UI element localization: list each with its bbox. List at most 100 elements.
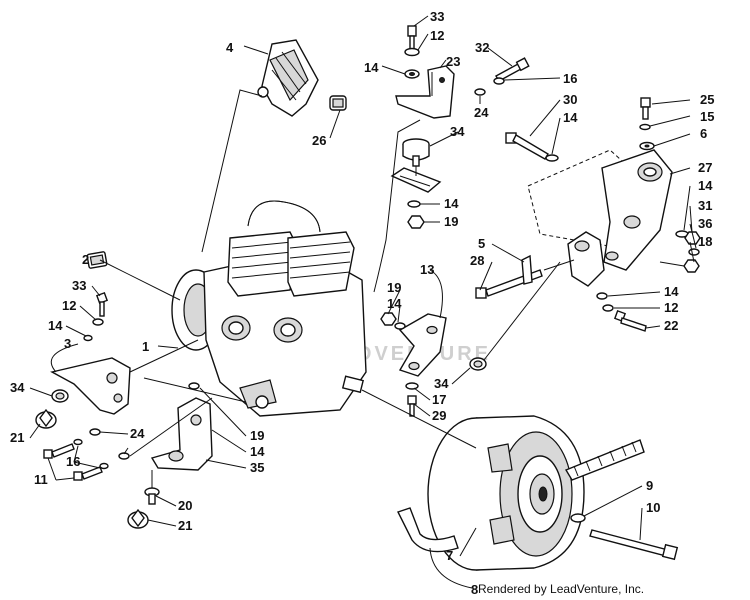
callout-23: 23 (446, 54, 460, 69)
callout-9: 9 (646, 478, 653, 493)
callout-24: 24 (474, 105, 489, 120)
callout-34: 34 (434, 376, 449, 391)
part-rear-bracket-plate (527, 149, 673, 271)
callout-19: 19 (387, 280, 401, 295)
callout-6: 6 (700, 126, 707, 141)
callout-3: 3 (64, 336, 71, 351)
part-washer-15 (639, 123, 651, 131)
callout-27: 27 (698, 160, 712, 175)
part-front-mount-bracket (50, 357, 131, 415)
part-drive-belt (397, 439, 645, 553)
part-bolt-11b (73, 466, 103, 481)
callout-11: 11 (34, 472, 48, 487)
render-credit: Rendered by LeadVenture, Inc. (478, 582, 645, 596)
part-washer-16b-2 (99, 462, 109, 470)
callout-31: 31 (698, 198, 712, 213)
part-bolt-10 (589, 529, 679, 561)
part-bolt-22 (613, 309, 647, 332)
part-nut-12c (602, 304, 614, 312)
callout-34: 34 (10, 380, 25, 395)
part-washer-24a (474, 88, 486, 96)
callout-labels: 33 12 32 14 23 16 24 4 26 30 14 25 15 6 … (10, 9, 714, 597)
part-nut-14a (404, 69, 420, 79)
callout-14: 14 (563, 110, 578, 125)
part-bolt-30 (505, 132, 549, 160)
callout-15: 15 (700, 109, 714, 124)
part-washer-14e (394, 322, 406, 330)
part-washer-36 (688, 248, 700, 256)
part-bolt-25 (640, 97, 651, 120)
callout-17: 17 (432, 392, 446, 407)
part-drive-clutch (427, 415, 585, 571)
callout-24: 24 (130, 426, 145, 441)
part-bolt-29 (407, 395, 417, 417)
part-mount-stud-20 (144, 487, 160, 505)
part-bolt-28 (475, 254, 543, 299)
callout-30: 30 (563, 92, 577, 107)
callout-35: 35 (250, 460, 264, 475)
part-engine (171, 200, 367, 417)
callout-19: 19 (444, 214, 458, 229)
callout-14: 14 (698, 178, 713, 193)
part-washer-16b-1 (73, 438, 83, 446)
callout-5: 5 (478, 236, 485, 251)
part-nut-18 (683, 259, 700, 273)
part-washer-9 (570, 513, 586, 523)
part-upper-mount-bracket (395, 65, 455, 119)
callout-21: 21 (178, 518, 192, 533)
part-washer-14c (407, 200, 421, 208)
callout-12: 12 (62, 298, 76, 313)
part-nut-19a (407, 215, 425, 229)
callout-19: 19 (250, 428, 264, 443)
callout-14: 14 (250, 444, 265, 459)
part-washer-14f (596, 292, 608, 300)
callout-18: 18 (698, 234, 712, 249)
part-washer-14g (83, 334, 93, 342)
part-nut-19c (188, 382, 200, 390)
callout-1: 1 (142, 339, 149, 354)
callout-22: 22 (664, 318, 678, 333)
part-rubber-mount-left (51, 389, 69, 403)
part-mount-foot-left (35, 408, 57, 429)
part-pivot-bracket (567, 231, 605, 287)
part-washer-top (404, 47, 420, 57)
part-washer-17 (405, 382, 419, 390)
callout-14: 14 (364, 60, 379, 75)
part-nut-19b (380, 312, 397, 326)
part-rubber-mount-mid (469, 357, 487, 371)
callout-25: 25 (700, 92, 714, 107)
part-bolt-top (407, 25, 417, 51)
callout-7: 7 (446, 548, 453, 563)
callout-21: 21 (10, 430, 24, 445)
part-side-mount-bracket (398, 313, 447, 377)
part-nut-31 (684, 231, 701, 245)
part-washer-24b (89, 428, 101, 436)
callout-16: 16 (563, 71, 577, 86)
part-washer-14b (545, 154, 559, 162)
callout-10: 10 (646, 500, 660, 515)
callout-4: 4 (226, 40, 234, 55)
part-decal (86, 251, 108, 269)
callout-16: 16 (66, 454, 80, 469)
part-lower-mount-bracket (150, 397, 213, 471)
part-rubber-mount-top (402, 138, 430, 167)
callout-34: 34 (450, 124, 465, 139)
callout-32: 32 (475, 40, 489, 55)
callout-12: 12 (430, 28, 444, 43)
callout-20: 20 (178, 498, 192, 513)
part-spacer-6 (639, 141, 655, 151)
part-mount-foot-bottom (127, 508, 149, 529)
callout-33: 33 (430, 9, 444, 24)
callout-12: 12 (664, 300, 678, 315)
callout-36: 36 (698, 216, 712, 231)
part-washer-12b (92, 318, 104, 326)
part-clip (329, 95, 347, 111)
callout-8: 8 (471, 582, 478, 597)
callout-13: 13 (420, 262, 434, 277)
part-mount-plate (390, 167, 442, 193)
callout-26: 26 (312, 133, 326, 148)
callout-28: 28 (470, 253, 484, 268)
callout-33: 33 (72, 278, 86, 293)
